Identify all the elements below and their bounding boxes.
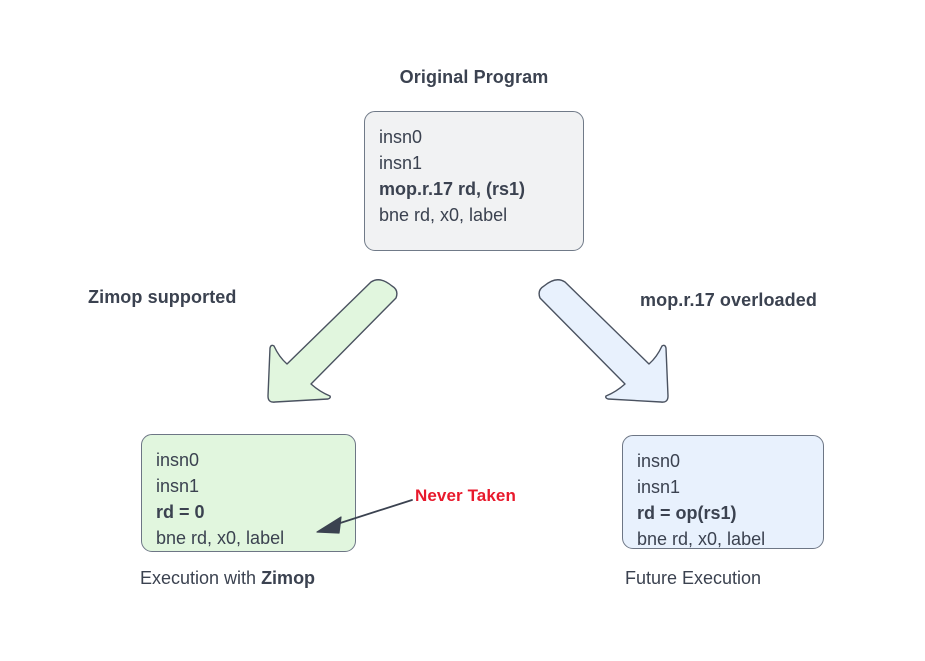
code-line: bne rd, x0, label (637, 529, 766, 549)
zimop-branch-arrow (267, 279, 398, 403)
page-title: Original Program (399, 67, 549, 87)
original-program-box: insn0 insn1 mop.r.17 rd, (rs1) bne rd, x… (364, 111, 584, 251)
left-arrow-label: Zimop supported (88, 287, 237, 307)
future-execution-box: insn0 insn1 rd = op(rs1) bne rd, x0, lab… (622, 435, 824, 549)
code-line: insn0 (637, 451, 681, 471)
code-line: bne rd, x0, label (156, 528, 285, 548)
right-box-caption: Future Execution (625, 569, 761, 587)
code-line-highlight: rd = 0 (156, 502, 205, 522)
left-caption-emphasis: Zimop (261, 568, 316, 588)
code-line: bne rd, x0, label (379, 205, 508, 225)
code-line: insn0 (156, 450, 200, 470)
left-box-caption: Execution with Zimop (140, 569, 315, 587)
right-arrow-label: mop.r.17 overloaded (640, 290, 817, 310)
code-line-highlight: rd = op(rs1) (637, 503, 737, 523)
code-line: insn1 (156, 476, 200, 496)
code-line: insn1 (637, 477, 681, 497)
right-caption-prefix: Future Execution (625, 568, 762, 588)
code-line-highlight: mop.r.17 rd, (rs1) (379, 179, 526, 199)
left-caption-prefix: Execution with (140, 568, 262, 588)
code-line: insn0 (379, 127, 423, 147)
code-line: insn1 (379, 153, 423, 173)
never-taken-annotation: Never Taken (415, 486, 516, 505)
zimop-execution-box: insn0 insn1 rd = 0 bne rd, x0, label (141, 434, 356, 552)
